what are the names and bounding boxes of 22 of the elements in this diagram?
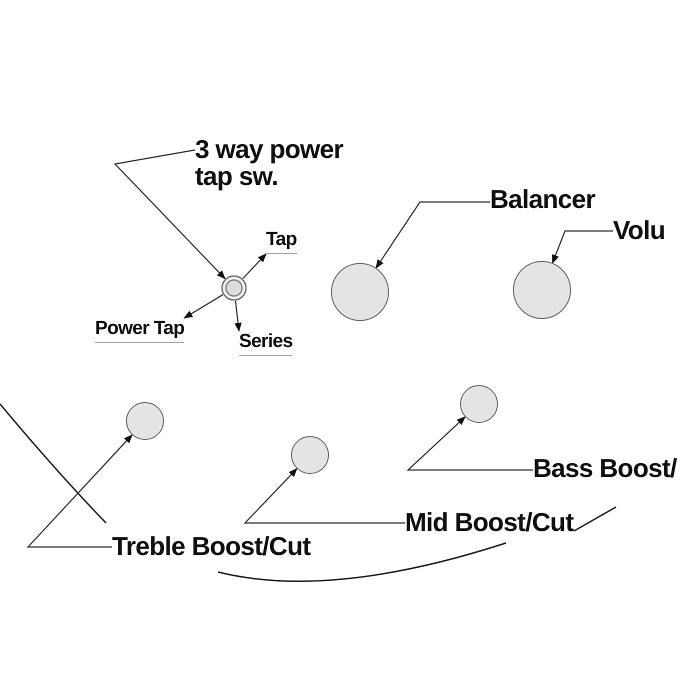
control-label: Bass Boost/ [533,455,677,482]
switch-position-label: Power Tap [95,318,184,343]
control-label: 3 way power tap sw. [195,136,345,190]
leader-arrow [406,416,533,471]
leader-arrow [26,434,133,548]
control-label: Treble Boost/Cut [112,533,310,560]
control-label: Mid Boost/Cut [405,509,574,536]
leader-arrow [552,230,613,264]
leader-arrow [244,468,405,524]
leader-arrow [376,201,490,269]
leader-arrow [242,253,267,279]
leader-arrow [114,149,226,280]
control-label: Balancer [490,186,596,213]
switch-position-label: Tap [266,229,297,254]
knob [460,385,498,423]
toggle-switch [221,275,247,301]
leader-arrow [234,300,242,332]
leader-arrow [184,294,224,319]
switch-position-label: Series [239,331,292,356]
control-label: Volu [613,217,665,244]
knob [291,436,329,474]
knob [126,402,164,440]
